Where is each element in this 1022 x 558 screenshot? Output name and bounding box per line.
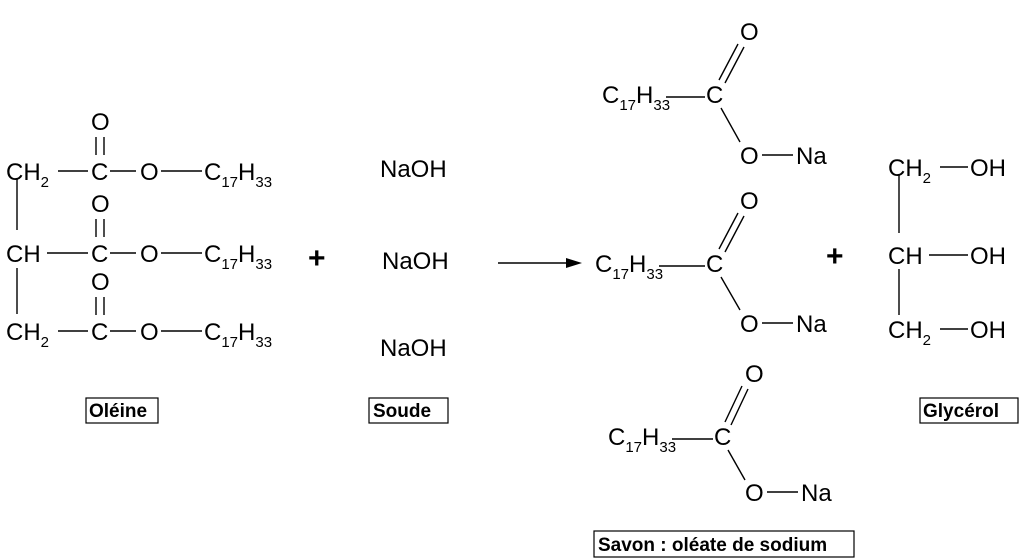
carbonyl-carbon: C: [91, 241, 108, 268]
plus-sign: +: [308, 242, 326, 275]
carbonyl-carbon: C: [91, 319, 108, 346]
carbonyl-oxygen: O: [740, 19, 759, 46]
ester-row: CH O C O C17H33: [6, 191, 272, 273]
ch2-group: CH2: [888, 155, 931, 187]
hydroxyl-group: OH: [970, 243, 1006, 270]
carbonyl-oxygen: O: [91, 109, 110, 136]
ester-oxygen: O: [140, 159, 159, 186]
savon-label-box: [593, 530, 855, 558]
alkyl-chain: C17H33: [608, 424, 676, 456]
sodium: Na: [796, 311, 827, 338]
ch2-group: CH2: [888, 317, 931, 349]
ch-group: CH: [6, 241, 41, 268]
alkyl-chain: C17H33: [204, 159, 272, 191]
soude-label: Soude: [373, 401, 431, 422]
hydroxyl-group: OH: [970, 155, 1006, 182]
plus-sign: +: [826, 240, 844, 273]
soude-label-box: [368, 397, 449, 424]
ester-oxygen: O: [140, 241, 159, 268]
alkyl-chain: C17H33: [595, 251, 663, 283]
carbonyl-oxygen: O: [745, 361, 764, 388]
soude-reactant: NaOH NaOH NaOH Soude: [368, 156, 449, 424]
ch2-group: CH2: [6, 159, 49, 191]
sodium: Na: [801, 480, 832, 507]
naoh-formula: NaOH: [382, 248, 449, 275]
sodium: Na: [796, 143, 827, 170]
ester-row: CH2 O C O C17H33: [6, 109, 272, 191]
naoh-formula: NaOH: [380, 335, 447, 362]
carboxylate-oxygen: O: [740, 311, 759, 338]
oleine-label: Oléine: [89, 401, 147, 422]
alkyl-chain: C17H33: [602, 82, 670, 114]
carboxyl-carbon: C: [706, 251, 723, 278]
oleine-molecule: CH2 O C O C17H33 CH O C O C17H33 CH2: [6, 109, 272, 424]
carboxylate-oxygen: O: [740, 143, 759, 170]
double-bond: [724, 46, 745, 84]
carbonyl-oxygen: O: [91, 269, 110, 296]
reaction-arrow: [498, 258, 582, 268]
ch-group: CH: [888, 243, 923, 270]
oleine-label-box: [85, 397, 159, 424]
double-bond: [724, 215, 745, 253]
carbonyl-oxygen: O: [91, 191, 110, 218]
single-bond: [720, 276, 741, 311]
carboxyl-carbon: C: [714, 424, 731, 451]
carbonyl-carbon: C: [91, 159, 108, 186]
single-bond: [720, 107, 741, 143]
double-bond: [718, 212, 739, 250]
alkyl-chain: C17H33: [204, 319, 272, 351]
carbonyl-oxygen: O: [740, 188, 759, 215]
glycerol-label-box: [919, 397, 1019, 424]
double-bond: [718, 43, 739, 81]
double-bond: [724, 385, 743, 423]
naoh-formula: NaOH: [380, 156, 447, 183]
glycerol-label: Glycérol: [923, 401, 999, 422]
ester-oxygen: O: [140, 319, 159, 346]
savon-label: Savon : oléate de sodium: [598, 535, 827, 556]
ch2-group: CH2: [6, 319, 49, 351]
carboxyl-carbon: C: [706, 82, 723, 109]
ester-row: CH2 O C O C17H33: [6, 269, 272, 351]
carboxylate-oxygen: O: [745, 480, 764, 507]
alkyl-chain: C17H33: [204, 241, 272, 273]
glycerol-molecule: CH2 OH CH OH CH2 OH Glycérol: [888, 155, 1019, 424]
double-bond: [730, 388, 749, 426]
hydroxyl-group: OH: [970, 317, 1006, 344]
savon-molecule: C17H33 C O O Na C17H33 C O O Na C17H33 C…: [593, 19, 855, 558]
single-bond: [727, 449, 746, 481]
